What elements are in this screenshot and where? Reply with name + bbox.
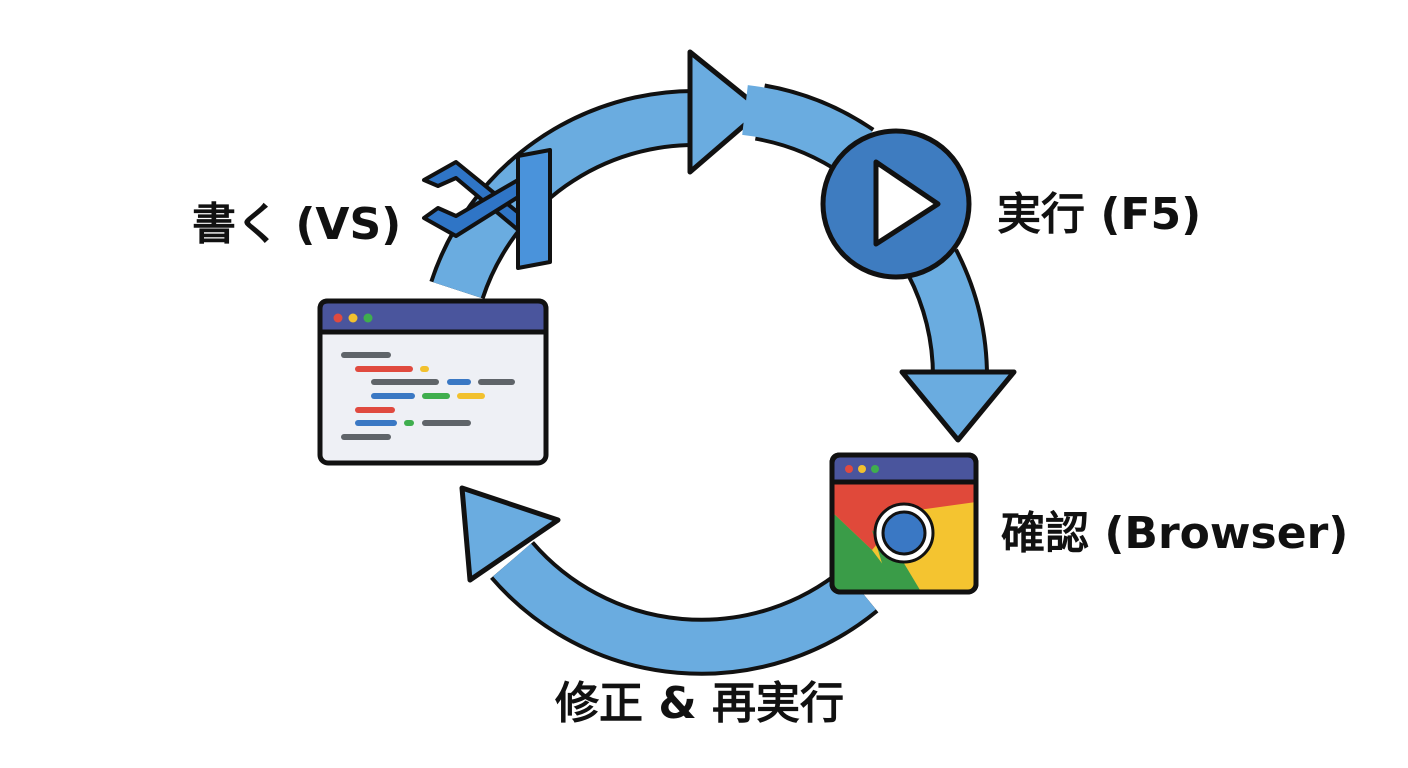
label-check-browser: 確認 (Browser) bbox=[1001, 508, 1349, 559]
cycle-arrow-right bbox=[899, 248, 1017, 443]
code-window-icon bbox=[317, 298, 549, 466]
label-fix-rerun: 修正 & 再実行 bbox=[555, 678, 845, 729]
cycle-arrow-bottom bbox=[459, 485, 879, 676]
vs-code-icon bbox=[422, 148, 552, 270]
chrome-browser-icon bbox=[829, 452, 979, 595]
label-run-f5: 実行 (F5) bbox=[997, 189, 1202, 240]
label-write-vs: 書く (VS) bbox=[192, 199, 402, 250]
play-icon bbox=[820, 128, 972, 280]
